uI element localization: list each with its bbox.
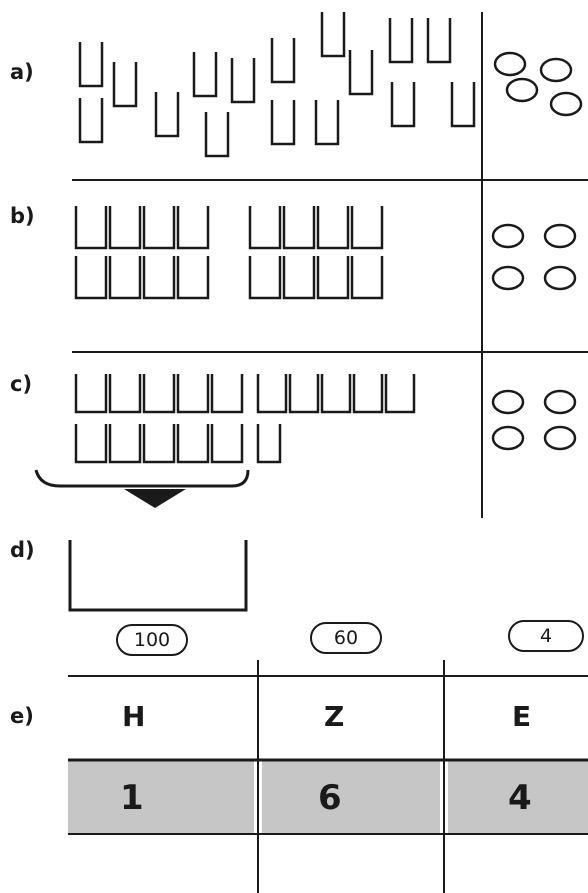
small-cup xyxy=(142,206,176,250)
small-cup xyxy=(320,12,346,58)
small-cup xyxy=(270,100,296,146)
small-cup xyxy=(390,82,416,128)
small-cup xyxy=(176,424,210,464)
small-cup xyxy=(192,52,218,98)
counter-ovals xyxy=(491,51,583,451)
small-cup xyxy=(74,256,108,300)
small-cup xyxy=(256,374,288,414)
header-ones: E xyxy=(512,700,532,733)
counter-oval xyxy=(491,223,525,249)
row-label-e: e) xyxy=(10,704,34,728)
small-cup xyxy=(78,98,104,144)
small-cup xyxy=(78,42,104,88)
counter-oval xyxy=(543,265,577,291)
digit-tens: 6 xyxy=(318,778,342,818)
small-cup xyxy=(384,374,416,414)
counter-oval xyxy=(543,425,577,451)
small-cup xyxy=(256,424,282,464)
digit-hundreds: 1 xyxy=(120,778,144,818)
row-label-d: d) xyxy=(10,538,35,562)
small-cup xyxy=(282,256,316,300)
small-cup xyxy=(320,374,352,414)
digit-ones: 4 xyxy=(508,778,532,818)
shade-cell-tens xyxy=(262,760,440,834)
small-cup xyxy=(176,206,210,250)
small-cup xyxy=(210,424,244,464)
small-cup xyxy=(74,374,108,414)
small-cup xyxy=(176,374,210,414)
counter-oval xyxy=(491,425,525,451)
small-cup xyxy=(210,374,244,414)
small-cup xyxy=(350,256,384,300)
small-cup xyxy=(142,424,176,464)
row-label-a: a) xyxy=(10,60,34,84)
header-hundreds: H xyxy=(122,700,146,733)
row-label-b: b) xyxy=(10,204,35,228)
small-cup xyxy=(314,100,340,146)
small-cup xyxy=(204,112,230,158)
small-cup xyxy=(316,256,350,300)
small-cup xyxy=(142,374,176,414)
small-cup xyxy=(74,424,108,464)
shade-cell-hundreds xyxy=(68,760,254,834)
small-cup xyxy=(350,206,384,250)
small-cup xyxy=(348,50,374,96)
value-pill-hundreds: 100 xyxy=(116,624,188,656)
small-cup xyxy=(248,206,282,250)
large-cup xyxy=(68,540,248,612)
cup-strokes xyxy=(74,12,476,464)
counter-oval xyxy=(491,265,525,291)
counter-oval xyxy=(543,223,577,249)
small-cup xyxy=(108,256,142,300)
small-cup xyxy=(248,256,282,300)
value-pill-tens: 60 xyxy=(310,622,382,654)
small-cup xyxy=(450,82,476,128)
counter-oval xyxy=(539,57,573,83)
small-cup xyxy=(270,38,296,84)
down-arrow xyxy=(124,489,186,508)
small-cup xyxy=(176,256,210,300)
small-cup xyxy=(352,374,384,414)
small-cup xyxy=(108,206,142,250)
small-cup xyxy=(112,62,138,108)
small-cup xyxy=(316,206,350,250)
small-cup xyxy=(388,18,414,64)
small-cup xyxy=(74,206,108,250)
row-label-c: c) xyxy=(10,372,33,396)
small-cup xyxy=(282,206,316,250)
counter-oval xyxy=(505,77,539,103)
counter-oval xyxy=(493,51,527,77)
counter-oval xyxy=(543,389,577,415)
bundle-bracket xyxy=(34,469,250,488)
small-cup xyxy=(426,18,452,64)
small-cup xyxy=(230,58,256,104)
small-cup xyxy=(288,374,320,414)
value-pill-ones: 4 xyxy=(508,620,584,652)
header-tens: Z xyxy=(324,700,345,733)
small-cup xyxy=(108,424,142,464)
counter-oval xyxy=(491,389,525,415)
shade-cell-ones xyxy=(448,760,588,834)
small-cup xyxy=(142,256,176,300)
small-cup xyxy=(154,92,180,138)
small-cup xyxy=(108,374,142,414)
counter-oval xyxy=(549,91,583,117)
